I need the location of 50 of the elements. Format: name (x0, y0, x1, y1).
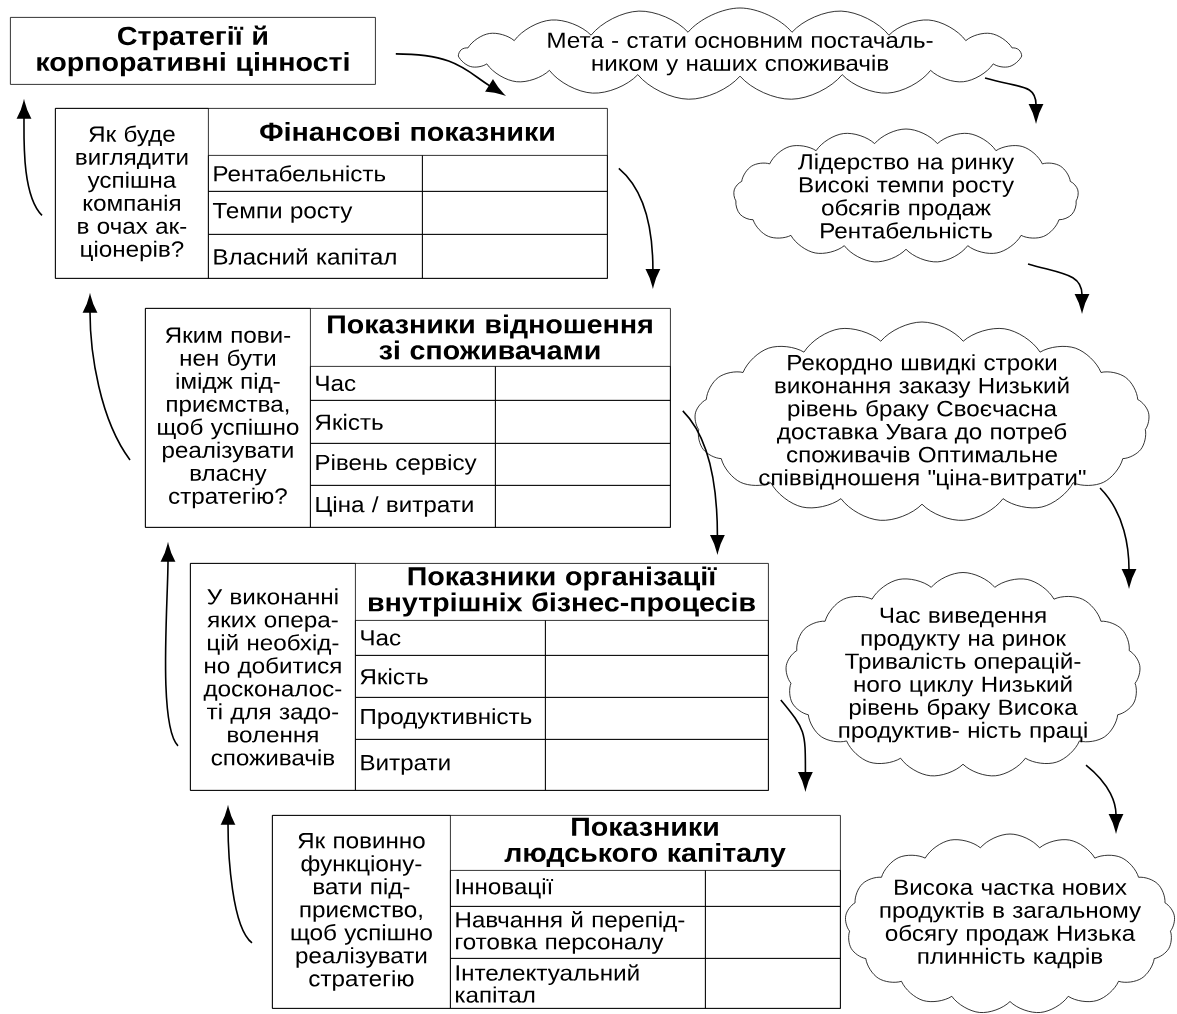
empty-cell (545, 739, 769, 791)
arrow (1027, 263, 1089, 312)
table-cell: Якість (355, 655, 546, 698)
table-cell: Ціна / витрати (310, 485, 496, 528)
empty-cell (705, 958, 841, 1009)
empty-cell (545, 620, 769, 656)
empty-cell (495, 485, 671, 528)
table-cell: Продуктивність (355, 697, 546, 740)
arrow (1085, 764, 1123, 832)
arrow (984, 77, 1043, 122)
table-cell: Навчання й перепід- готовка персоналу (450, 906, 706, 959)
question-cell: Як буде виглядити успішна компанія в очах ак- ціонерів? (55, 108, 209, 279)
arrow (618, 167, 660, 287)
empty-cell (495, 443, 671, 486)
question-cell: Яким пови- нен бути імідж під- приємства, щоб успішно реалізувати власну стратегію? (145, 308, 311, 528)
arrow (83, 295, 131, 461)
arrow (395, 53, 504, 96)
cloud: Висока частка нових продуктів в загальному обсягу продаж Низька плинність кадрів (845, 833, 1175, 1013)
empty-cell (422, 191, 608, 235)
table-cell: Власний капітал (208, 234, 423, 279)
table-cell: Рентабельність (208, 155, 423, 192)
title-box: Стратегії й корпоративні цінності (10, 17, 376, 85)
table-cell: Темпи росту (208, 191, 423, 235)
cloud: Мета - стати основним постачаль- ником у наших споживачів (457, 7, 1023, 100)
table-cell: Час (310, 366, 496, 401)
question-cell: У виконанні яких опера- цій необхід- но добитися досконалос- ті для задо- волення споживачів (190, 563, 356, 791)
cloud: Лідерство на ринку Високі темпи росту обсягів продаж Рентабельність (733, 128, 1079, 263)
arrow (161, 544, 179, 747)
empty-cell (545, 697, 769, 740)
cloud: Час виведення продукту на ринок Тривалість операцій- ного циклу Низький рівень браку Висока продуктив- ність праці (785, 572, 1141, 777)
question-cell: Як повинно функціону- вати під- приємство, щоб успішно реалізувати стратегію (272, 815, 451, 1009)
arrow (780, 699, 813, 790)
table-cell: Інновації (450, 870, 706, 907)
empty-cell (495, 366, 671, 401)
arrow (682, 410, 725, 553)
empty-cell (422, 234, 608, 279)
arrow (221, 807, 253, 944)
table-cell: Рівень сервісу (310, 443, 496, 486)
table-cell: Інтелектуальний капітал (450, 958, 706, 1009)
cloud: Рекордно швидкі строки виконання заказу Низький рівень браку Своєчасна доставка Увага до потреб споживачів Оптимальне співвідношеня "ціна-витрати" (694, 321, 1150, 521)
arrow (1099, 487, 1136, 587)
empty-cell (495, 400, 671, 444)
arrow (17, 101, 43, 217)
empty-cell (705, 870, 841, 907)
table-cell: Витрати (355, 739, 546, 791)
table-cell: Час (355, 620, 546, 656)
table-cell: Якість (310, 400, 496, 444)
empty-cell (705, 906, 841, 959)
empty-cell (422, 155, 608, 192)
empty-cell (545, 655, 769, 698)
